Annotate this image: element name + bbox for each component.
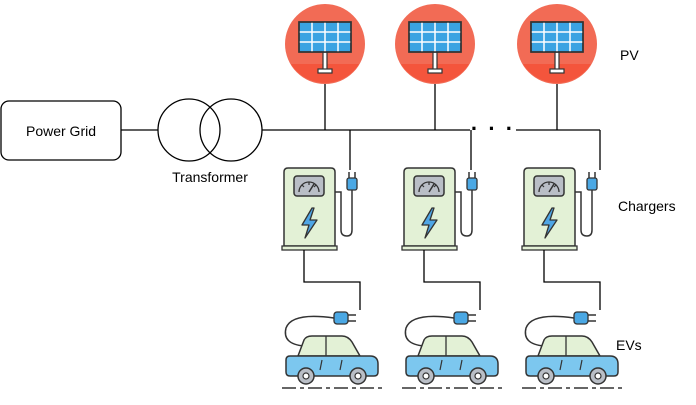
evs-label: EVs [616, 337, 642, 353]
chargers-label: Chargers [618, 198, 676, 214]
charger-car-link-1 [303, 250, 361, 310]
electric-car-icon [401, 311, 503, 389]
electric-car-icon [281, 311, 383, 389]
charger-car-link-2 [423, 250, 481, 310]
power-grid-node: Power Grid [0, 100, 122, 161]
transformer-node: Transformer [157, 98, 263, 185]
solar-panel-icon [516, 3, 598, 85]
ev-charger-icon [521, 167, 598, 251]
pv-label: PV [620, 47, 639, 63]
ev-charger-icon [281, 167, 358, 251]
transformer-label: Transformer [172, 169, 248, 185]
bus-ellipsis: · · · [471, 116, 515, 141]
solar-panel-icon [284, 3, 366, 85]
power-grid-label: Power Grid [26, 123, 96, 139]
solar-panel-icon [394, 3, 476, 85]
charger-car-link-3 [543, 250, 601, 310]
electric-car-icon [521, 311, 623, 389]
transformer-coil-right [199, 98, 263, 162]
transformer-coil-left [157, 98, 221, 162]
ev-charger-icon [401, 167, 478, 251]
